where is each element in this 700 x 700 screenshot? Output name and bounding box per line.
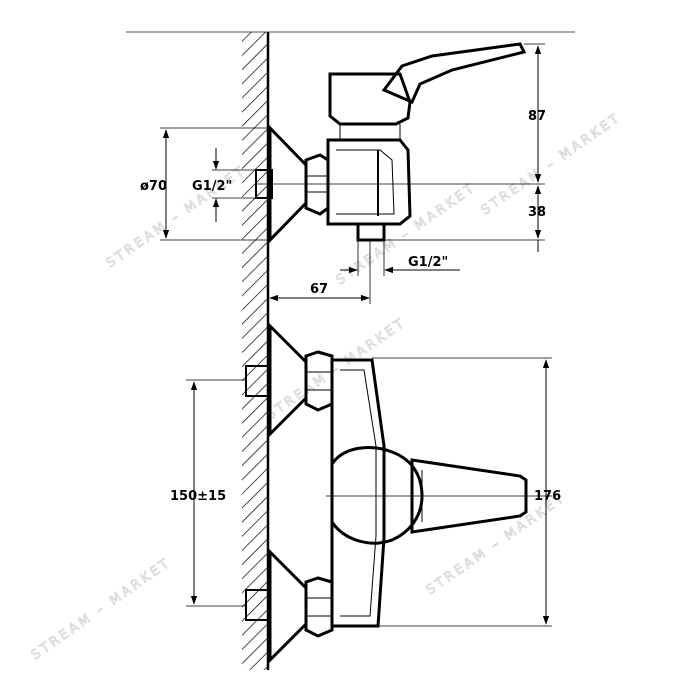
side-dimensions: ø70 G1/2" 87 38 G1/2" 67 (140, 43, 546, 304)
watermark-2: STREAM – MARKET (479, 110, 625, 218)
dim-38-label: 38 (528, 205, 546, 220)
dim-176-label: 176 (534, 489, 561, 504)
wall (242, 32, 270, 670)
front-lower-flange (268, 548, 308, 664)
side-cartridge-cap (328, 72, 412, 126)
side-body (326, 138, 412, 226)
side-lever (381, 42, 527, 104)
side-view (255, 42, 545, 244)
front-lower-nut (304, 576, 334, 638)
front-body (330, 358, 386, 628)
side-body-inner (336, 149, 395, 215)
side-hex-nut (304, 153, 330, 216)
dim-150-label: 150±15 (170, 489, 226, 504)
watermark-4: STREAM – MARKET (29, 555, 175, 663)
dim-87-label: 87 (528, 109, 546, 124)
front-dimensions: 150±15 176 (170, 357, 561, 627)
watermark-6: STREAM – MARKET (334, 180, 480, 288)
dim-outlet-label: G1/2" (408, 255, 448, 270)
wall-hatch (242, 32, 268, 670)
dim-diam-label: ø70 (140, 179, 167, 194)
watermark-5: STREAM – MARKET (424, 490, 570, 598)
dim-inlet-label: G1/2" (192, 179, 232, 194)
front-body-inner (340, 369, 377, 617)
front-view (245, 322, 552, 664)
side-outlet (356, 222, 386, 242)
dim-67-label: 67 (310, 282, 328, 297)
front-handle-hub (330, 446, 424, 545)
front-lever (410, 458, 528, 534)
watermark-3: STREAM – MARKET (264, 315, 410, 423)
